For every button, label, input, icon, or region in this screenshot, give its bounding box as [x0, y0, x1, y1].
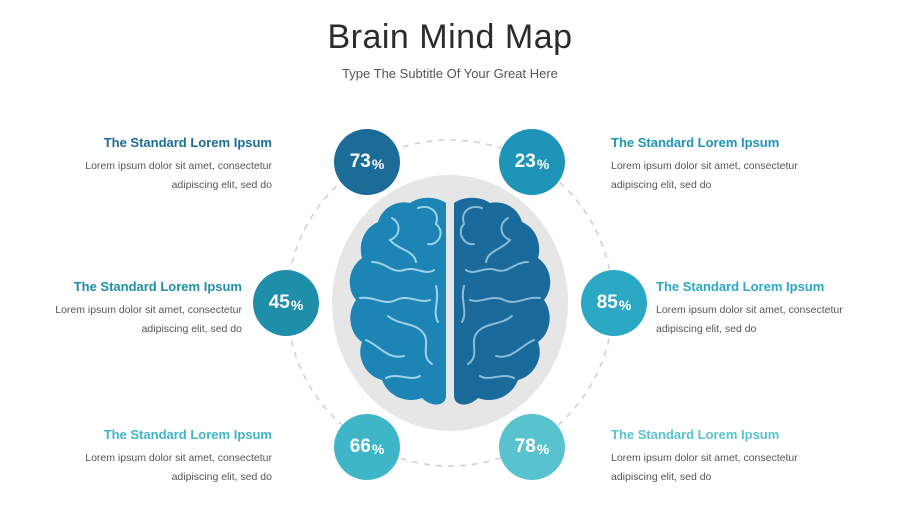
percent-circle-mid-right: 85%	[581, 270, 647, 336]
block-body-line: adipiscing elit, sed do	[141, 323, 242, 335]
page-subtitle: Type The Subtitle Of Your Great Here	[342, 66, 558, 81]
block-heading: The Standard Lorem Ipsum	[611, 427, 780, 442]
text-block-mid-left: The Standard Lorem Ipsum Lorem ipsum dol…	[2, 279, 242, 339]
percent-circle-top-left: 73%	[334, 129, 400, 195]
percent-circle-mid-left: 45%	[253, 270, 319, 336]
text-block-mid-right: The Standard Lorem Ipsum Lorem ipsum dol…	[656, 279, 896, 339]
text-block-top-left: The Standard Lorem Ipsum Lorem ipsum dol…	[32, 135, 272, 195]
brain-folds-right	[459, 206, 541, 379]
percent-value: 78	[514, 436, 536, 457]
block-body: Lorem ipsum dolor sit amet, consectetur …	[656, 301, 896, 339]
text-block-bottom-right: The Standard Lorem Ipsum Lorem ipsum dol…	[611, 427, 851, 487]
percent-sign: %	[618, 296, 632, 313]
block-body: Lorem ipsum dolor sit amet, consectetur …	[2, 301, 242, 339]
block-body-line: Lorem ipsum dolor sit amet, consectetur	[55, 304, 242, 316]
block-body-line: adipiscing elit, sed do	[656, 323, 757, 335]
brain-left-hemisphere	[349, 197, 446, 405]
text-block-bottom-left: The Standard Lorem Ipsum Lorem ipsum dol…	[32, 427, 272, 487]
block-heading: The Standard Lorem Ipsum	[656, 279, 825, 294]
percent-sign: %	[536, 440, 550, 457]
block-body: Lorem ipsum dolor sit amet, consectetur …	[611, 157, 851, 195]
page-title: Brain Mind Map	[327, 18, 573, 56]
percent-value: 73	[349, 151, 371, 172]
block-body: Lorem ipsum dolor sit amet, consectetur …	[611, 449, 851, 487]
block-body-line: Lorem ipsum dolor sit amet, consectetur	[611, 160, 798, 172]
brain-right-hemisphere	[454, 197, 551, 405]
percent-circle-bottom-right: 78%	[499, 414, 565, 480]
percent-sign: %	[371, 155, 385, 172]
percent-sign: %	[290, 296, 304, 313]
block-body-line: adipiscing elit, sed do	[171, 471, 272, 483]
block-body-line: Lorem ipsum dolor sit amet, consectetur	[85, 160, 272, 172]
block-heading: The Standard Lorem Ipsum	[103, 427, 272, 442]
percent-circle-bottom-left: 66%	[334, 414, 400, 480]
percent-value: 85	[596, 292, 618, 313]
block-body-line: Lorem ipsum dolor sit amet, consectetur	[611, 452, 798, 464]
block-body-line: Lorem ipsum dolor sit amet, consectetur	[656, 304, 843, 316]
percent-value: 23	[514, 151, 536, 172]
percent-sign: %	[371, 440, 385, 457]
percent-sign: %	[536, 155, 550, 172]
block-body: Lorem ipsum dolor sit amet, consectetur …	[32, 449, 272, 487]
block-body-line: adipiscing elit, sed do	[611, 471, 712, 483]
block-body: Lorem ipsum dolor sit amet, consectetur …	[32, 157, 272, 195]
percent-circle-top-right: 23%	[499, 129, 565, 195]
percent-value: 66	[349, 436, 371, 457]
block-body-line: adipiscing elit, sed do	[171, 179, 272, 191]
block-heading: The Standard Lorem Ipsum	[611, 135, 780, 150]
text-block-top-right: The Standard Lorem Ipsum Lorem ipsum dol…	[611, 135, 851, 195]
block-body-line: adipiscing elit, sed do	[611, 179, 712, 191]
block-body-line: Lorem ipsum dolor sit amet, consectetur	[85, 452, 272, 464]
brain-folds-left	[359, 206, 442, 379]
percent-value: 45	[268, 292, 290, 313]
block-heading: The Standard Lorem Ipsum	[73, 279, 242, 294]
block-heading: The Standard Lorem Ipsum	[103, 135, 272, 150]
